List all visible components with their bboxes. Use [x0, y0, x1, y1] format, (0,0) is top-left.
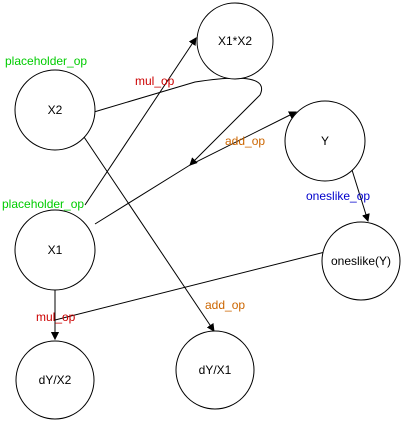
edge-x1-to-x1x2 [84, 37, 197, 206]
label-mul-op-top: mul_op [135, 74, 175, 88]
node-x1x2[interactable]: X1*X2 [196, 2, 274, 80]
node-dy-x2[interactable]: dY/X2 [15, 340, 95, 420]
label-oneslike-op: oneslike_op [306, 189, 370, 203]
node-x1[interactable]: X1 [14, 209, 96, 291]
label-add-op-top: add_op [225, 134, 265, 148]
edge-x2-to-dyx1 [83, 136, 215, 332]
node-y[interactable]: Y [284, 100, 366, 182]
node-x2-label: X2 [48, 103, 63, 117]
node-dy-x1-label: dY/X1 [199, 363, 232, 377]
node-x2[interactable]: X2 [14, 69, 96, 151]
node-x1x2-label: X1*X2 [218, 34, 252, 48]
node-y-label: Y [321, 134, 329, 148]
edge-x2-to-x1x2 [93, 77, 263, 166]
label-placeholder-op-x2: placeholder_op [5, 54, 87, 68]
label-add-op-bottom: add_op [205, 298, 245, 312]
edge-x1-to-y [94, 111, 297, 225]
node-dy-x1[interactable]: dY/X1 [175, 330, 255, 410]
node-dy-x2-label: dY/X2 [39, 373, 72, 387]
label-placeholder-op-x1: placeholder_op [2, 197, 84, 211]
edge-y-to-oneslike [351, 169, 370, 222]
node-oneslike-y-label: oneslike(Y) [331, 254, 391, 268]
node-x1-label: X1 [48, 243, 63, 257]
label-mul-op-bottom: mul_op [36, 310, 76, 324]
node-oneslike-y[interactable]: oneslike(Y) [321, 221, 401, 301]
